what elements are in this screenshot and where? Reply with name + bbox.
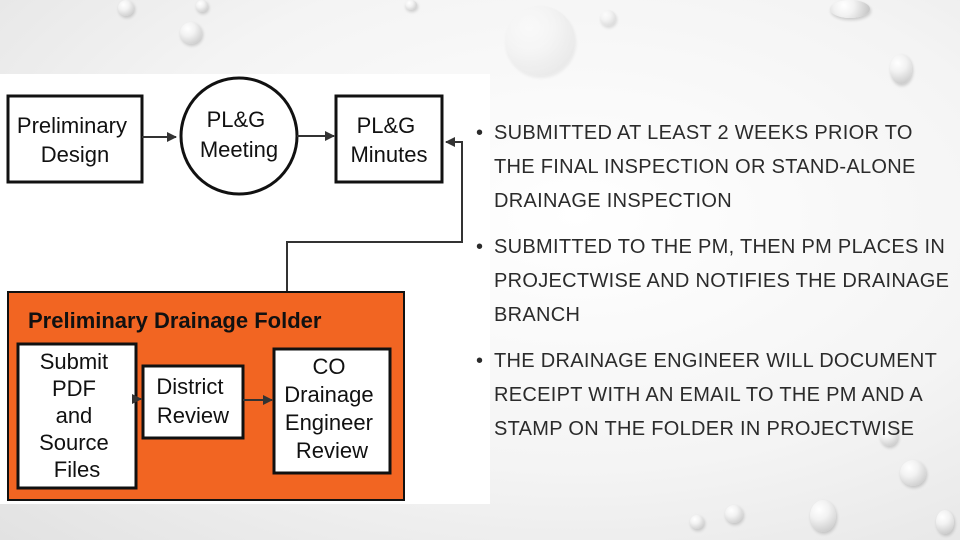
district-review-box	[141, 364, 245, 440]
water-drop-decoration	[600, 10, 616, 26]
water-drop-decoration	[405, 0, 417, 10]
co-drainage-review-label: CO Drainage Engineer Review	[284, 354, 379, 463]
drainage-folder-title: Preliminary Drainage Folder	[28, 308, 322, 333]
bullet-list: SUBMITTED AT LEAST 2 WEEKS PRIOR TO THE …	[470, 116, 950, 458]
plg-minutes-label: PL&G Minutes	[350, 113, 427, 167]
water-drop-decoration	[690, 515, 704, 529]
water-drop-decoration	[118, 0, 134, 16]
water-drop-decoration	[505, 6, 575, 76]
water-drop-decoration	[196, 0, 208, 12]
bullet-item: THE DRAINAGE ENGINEER WILL DOCUMENT RECE…	[470, 344, 950, 446]
water-drop-decoration	[936, 510, 954, 534]
co-drainage-review-box	[272, 347, 392, 475]
district-review-label: District Review	[156, 374, 229, 428]
plg-minutes-box	[334, 94, 444, 184]
bullet-item: SUBMITTED AT LEAST 2 WEEKS PRIOR TO THE …	[470, 116, 950, 218]
water-drop-decoration	[830, 0, 870, 18]
arrow-folder-to-minutes	[286, 137, 463, 292]
bullet-item: SUBMITTED TO THE PM, THEN PM PLACES IN P…	[470, 230, 950, 332]
process-flow-diagram: Preliminary Design PL&G Meeting PL&G Min…	[6, 76, 463, 501]
water-drop-decoration	[810, 500, 836, 532]
submit-pdf-label: Submit PDF and Source Files	[39, 349, 115, 482]
submit-pdf-box	[16, 342, 138, 490]
water-drop-decoration	[890, 54, 912, 84]
water-drop-decoration	[180, 22, 202, 44]
plg-meeting-circle	[179, 76, 299, 196]
preliminary-design-label: Preliminary Design	[17, 113, 133, 167]
preliminary-design-box	[6, 94, 144, 184]
water-drop-decoration	[900, 460, 926, 486]
plg-meeting-label: PL&G Meeting	[200, 107, 278, 162]
water-drop-decoration	[725, 505, 743, 523]
